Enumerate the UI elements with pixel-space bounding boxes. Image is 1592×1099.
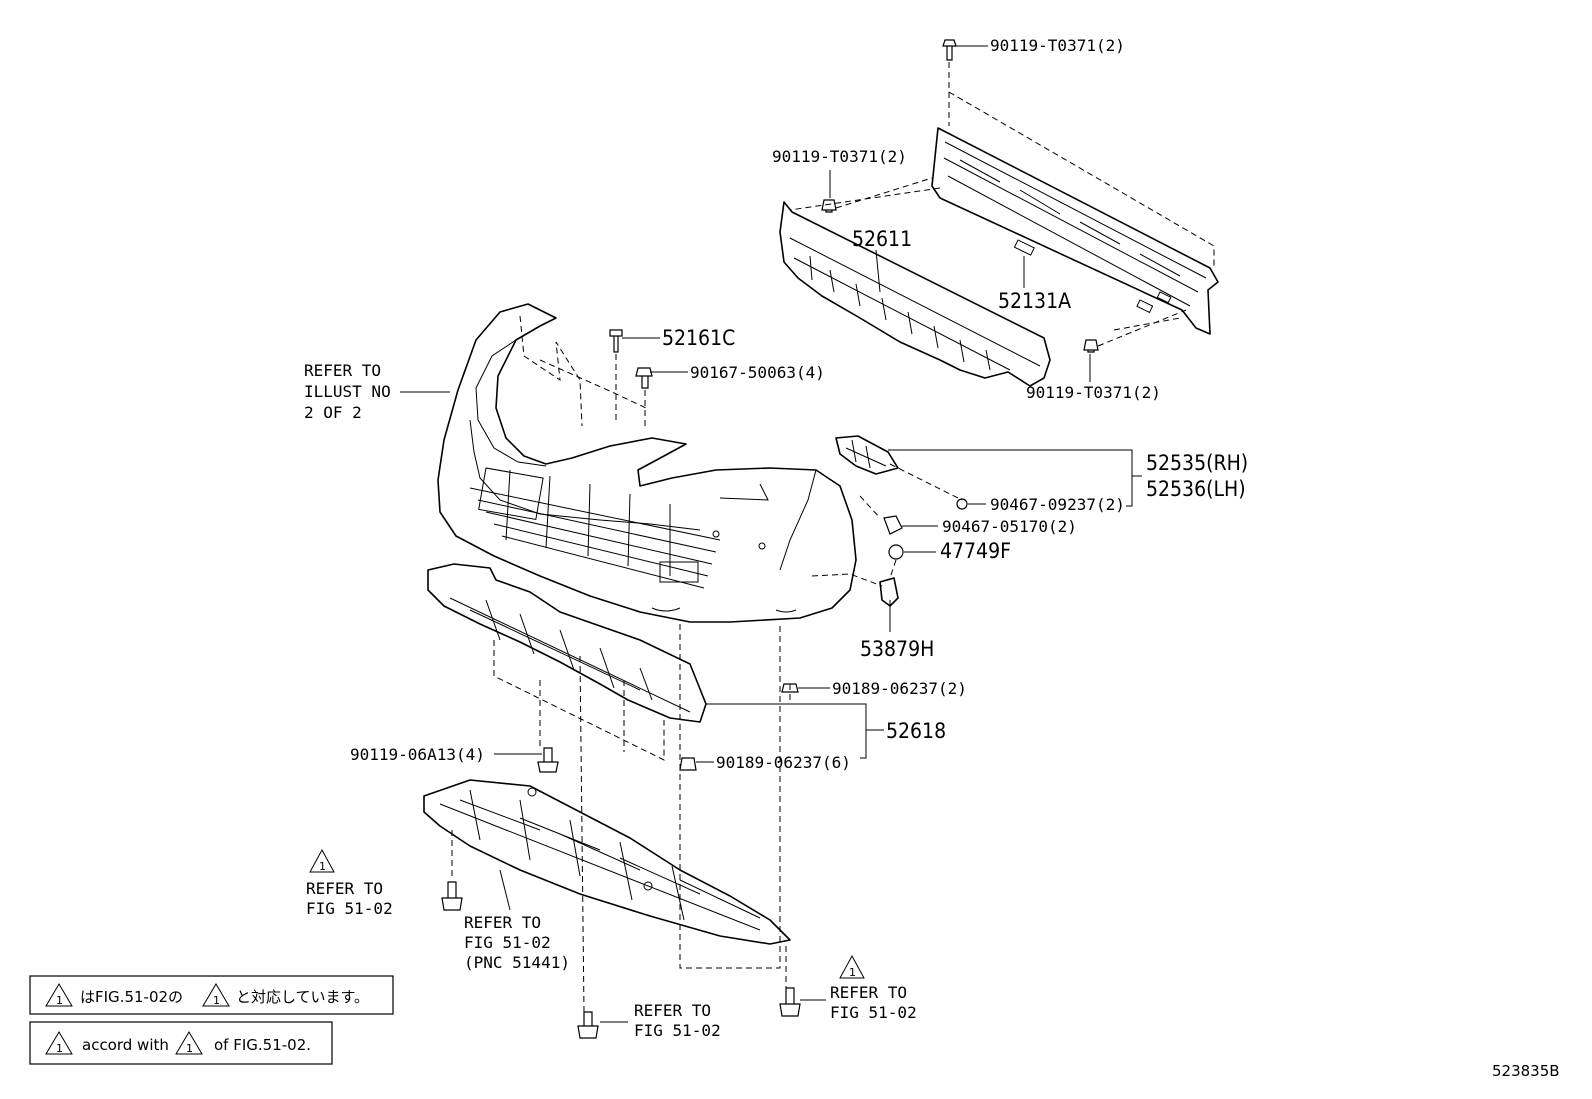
label-clip-b: 90467-05170(2) [942, 517, 1077, 536]
refer-fig-a-line2: FIG 51-02 [306, 899, 393, 918]
svg-text:1: 1 [849, 966, 856, 979]
svg-text:1: 1 [319, 860, 326, 873]
front-bumper-cover [437, 303, 857, 623]
legend-japanese: 1 はFIG.51-02の 1 と対応しています。 [29, 975, 394, 1015]
nut-47749f [888, 544, 904, 560]
legend-english: 1 accord with 1 of FIG.51-02. [29, 1021, 333, 1065]
label-reinforcement: 52131A [998, 289, 1071, 313]
refer-bumper-line3: 2 OF 2 [304, 403, 362, 422]
legend-en-left: accord with [82, 1036, 169, 1054]
legend-jp-right: と対応しています。 [236, 988, 369, 1006]
refer-fig-b-line3: (PNC 51441) [464, 953, 570, 972]
bumper-reinforcement [931, 127, 1219, 335]
label-screw: 90167-50063(4) [690, 363, 825, 382]
svg-text:1: 1 [186, 1042, 193, 1055]
label-bolt-right: 90119-T0371(2) [1026, 383, 1161, 402]
refer-fig-c-line1: REFER TO [634, 1001, 711, 1020]
label-bolt-left: 90119-T0371(2) [772, 147, 907, 166]
refer-fig-d-line2: FIG 51-02 [830, 1003, 917, 1022]
refer-fig-b-line2: FIG 51-02 [464, 933, 551, 952]
legend-en-right: of FIG.51-02. [214, 1036, 311, 1054]
label-bolt-cover: 90119-06A13(4) [350, 745, 485, 764]
label-clip-a: 90467-09237(2) [990, 495, 1125, 514]
label-absorber: 52611 [852, 227, 912, 251]
refer-fig-a-line1: REFER TO [306, 879, 383, 898]
refer-fig-c-line2: FIG 51-02 [634, 1021, 721, 1040]
clip-90467-05170 [883, 515, 903, 535]
label-bracket-rh: 52535(RH) [1146, 451, 1248, 475]
energy-absorber [779, 201, 1051, 387]
legend-jp-left: はFIG.51-02の [80, 988, 183, 1006]
fasteners [441, 39, 1099, 1039]
svg-text:1: 1 [213, 994, 220, 1007]
label-bracket-lh: 52536(LH) [1146, 477, 1246, 501]
label-nut: 47749F [940, 539, 1011, 563]
refer-fig-d-line1: REFER TO [830, 983, 907, 1002]
warning-triangle-icon: 1 [309, 848, 335, 873]
side-bracket [835, 435, 899, 475]
refer-fig-b-line1: REFER TO [464, 913, 541, 932]
label-lower-cover: 52618 [886, 719, 946, 743]
label-clip-52161c: 52161C [662, 326, 735, 350]
label-grommet-bottom: 90189-06237(6) [716, 753, 851, 772]
svg-text:1: 1 [56, 994, 63, 1007]
clip-90467-09237 [956, 498, 968, 510]
refer-bumper-line2: ILLUST NO [304, 382, 391, 401]
retainer-53879h [879, 577, 899, 607]
warning-triangle-icon: 1 [839, 954, 865, 979]
svg-text:1: 1 [56, 1042, 63, 1055]
lower-bumper-cover [427, 563, 707, 723]
figure-id: 523835B [1492, 1062, 1560, 1080]
assembly-lines [451, 62, 1215, 1013]
refer-bumper-line1: REFER TO [304, 361, 381, 380]
label-bolt-top: 90119-T0371(2) [990, 36, 1125, 55]
label-retainer: 53879H [860, 637, 934, 661]
leader-lines [400, 45, 1142, 1023]
label-grommet-top: 90189-06237(2) [832, 679, 967, 698]
